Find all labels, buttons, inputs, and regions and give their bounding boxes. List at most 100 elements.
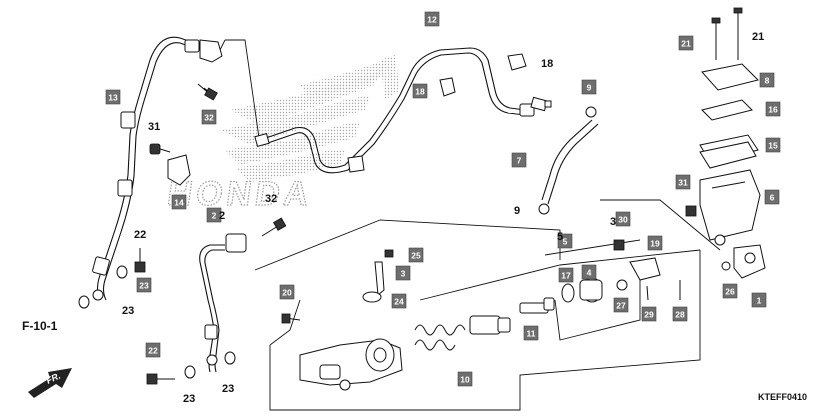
label-32-mid: 32 bbox=[265, 193, 277, 205]
callout-8-box bbox=[759, 72, 775, 88]
reference-label: F-10-1 bbox=[22, 319, 58, 333]
callout-2-number: 2 bbox=[212, 211, 217, 221]
honda-wing-watermark bbox=[220, 55, 400, 182]
callout-32-top-number: 32 bbox=[204, 113, 214, 123]
callout-31-right-number: 31 bbox=[678, 178, 688, 188]
left-clutch-hose bbox=[92, 36, 223, 301]
callout-27: 27 bbox=[613, 297, 629, 313]
callout-31-right-box bbox=[675, 174, 691, 190]
callout-30-number: 30 bbox=[618, 215, 628, 225]
callout-18-a-number: 18 bbox=[415, 87, 425, 97]
callout-8: 8 bbox=[759, 72, 775, 88]
callout-9-top-number: 9 bbox=[587, 83, 592, 93]
callout-23-left-number: 23 bbox=[139, 281, 149, 291]
label-9-mid: 9 bbox=[514, 205, 520, 217]
callout-20: 20 bbox=[279, 284, 295, 300]
callout-29: 29 bbox=[641, 306, 657, 322]
assembly-frames bbox=[214, 39, 721, 411]
callout-9-top-box bbox=[581, 79, 597, 95]
callout-25-number: 25 bbox=[411, 251, 421, 261]
callout-15-box bbox=[765, 137, 781, 153]
callout-4-box bbox=[581, 264, 597, 280]
callout-19-box bbox=[647, 235, 663, 251]
callout-6-box bbox=[764, 189, 780, 205]
clutch-master-cylinder bbox=[281, 249, 403, 391]
callout-28-number: 28 bbox=[675, 310, 685, 320]
callout-25: 25 bbox=[408, 247, 424, 263]
callout-4: 4 bbox=[581, 264, 597, 280]
callout-2: 2 bbox=[206, 207, 222, 223]
callout-3-box bbox=[395, 265, 411, 281]
callout-16-number: 16 bbox=[768, 105, 778, 115]
callout-14-number: 14 bbox=[174, 198, 184, 208]
honda-watermark-text: HONDA bbox=[165, 175, 315, 213]
callout-25-box bbox=[408, 247, 424, 263]
callout-7-number: 7 bbox=[517, 156, 522, 166]
callout-18-a: 18 bbox=[412, 83, 428, 99]
callout-27-box bbox=[613, 297, 629, 313]
callout-30-box bbox=[615, 211, 631, 227]
callout-3-number: 3 bbox=[401, 269, 406, 279]
callout-29-box bbox=[641, 306, 657, 322]
label-31-left: 31 bbox=[148, 121, 160, 133]
callout-1-number: 1 bbox=[757, 296, 762, 306]
callout-5-box bbox=[557, 233, 573, 249]
label-23-bottom-a: 23 bbox=[183, 393, 195, 405]
label-2-fragment: 2 bbox=[219, 210, 225, 222]
label-23-bottom-b: 23 bbox=[222, 383, 234, 395]
callout-7-box bbox=[511, 152, 527, 168]
callout-7: 7 bbox=[511, 152, 527, 168]
middle-clutch-hose bbox=[199, 233, 247, 373]
callout-26: 26 bbox=[722, 283, 738, 299]
callout-6: 6 bbox=[764, 189, 780, 205]
label-5-fragment: 5 bbox=[557, 231, 563, 243]
callout-24-number: 24 bbox=[394, 297, 404, 307]
label-18-top: 18 bbox=[541, 58, 553, 70]
callout-19-number: 19 bbox=[650, 239, 660, 249]
callout-26-number: 26 bbox=[725, 287, 735, 297]
callout-6-number: 6 bbox=[770, 193, 775, 203]
callout-1: 1 bbox=[751, 292, 767, 308]
label-3-fragment: 3 bbox=[610, 216, 616, 228]
callout-22-bottom-box bbox=[145, 342, 161, 358]
callout-28: 28 bbox=[672, 306, 688, 322]
callout-24: 24 bbox=[391, 293, 407, 309]
callout-30: 30 bbox=[615, 211, 631, 227]
callout-32-top-box bbox=[201, 109, 217, 125]
callout-13: 13 bbox=[105, 89, 121, 105]
label-22-left: 22 bbox=[134, 229, 146, 241]
callout-22-bottom-number: 22 bbox=[148, 346, 158, 356]
callout-23-left: 23 bbox=[136, 277, 152, 293]
upper-clutch-hose bbox=[254, 47, 552, 174]
callout-14-box bbox=[171, 194, 187, 210]
callout-10-box bbox=[457, 371, 473, 387]
callout-10: 10 bbox=[457, 371, 473, 387]
callout-21-box bbox=[678, 35, 694, 51]
callout-12: 12 bbox=[424, 11, 440, 27]
callout-11-box bbox=[523, 325, 539, 341]
callout-21: 21 bbox=[678, 35, 694, 51]
callout-22-bottom: 22 bbox=[145, 342, 161, 358]
callout-13-number: 13 bbox=[108, 93, 118, 103]
callout-5: 5 bbox=[557, 233, 573, 249]
callout-17-box bbox=[558, 267, 574, 283]
callout-layer: 1213321814223972181615631126282927193051… bbox=[105, 11, 781, 387]
callout-11-number: 11 bbox=[527, 329, 536, 339]
callout-1-box bbox=[751, 292, 767, 308]
callout-17: 17 bbox=[558, 267, 574, 283]
label-23-left-bottom: 23 bbox=[122, 305, 134, 317]
reservoir-assembly bbox=[685, 7, 766, 279]
callout-31-right: 31 bbox=[675, 174, 691, 190]
callout-2-box bbox=[206, 207, 222, 223]
callout-5-number: 5 bbox=[563, 237, 568, 247]
callout-12-number: 12 bbox=[427, 15, 437, 25]
cylinder-internals bbox=[414, 239, 681, 351]
callout-26-box bbox=[722, 283, 738, 299]
callout-15-number: 15 bbox=[768, 141, 778, 151]
callout-8-number: 8 bbox=[765, 76, 770, 86]
callout-28-box bbox=[672, 306, 688, 322]
callout-17-number: 17 bbox=[561, 271, 571, 281]
callout-19: 19 bbox=[647, 235, 663, 251]
callout-29-number: 29 bbox=[644, 310, 654, 320]
